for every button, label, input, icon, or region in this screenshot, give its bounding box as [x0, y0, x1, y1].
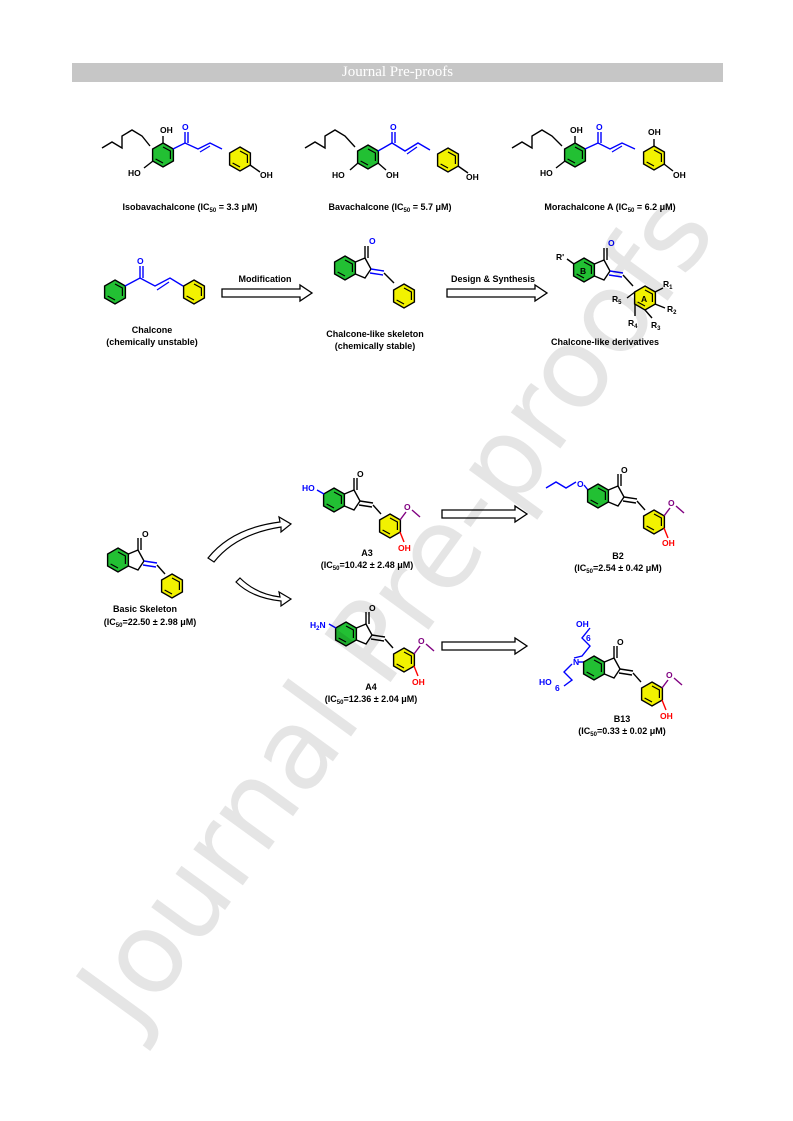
skeleton-sublabel: (chemically stable) — [335, 341, 416, 351]
b13-code: B13 — [614, 714, 631, 724]
modification-text: Modification — [239, 274, 292, 284]
b2-oh: OH — [662, 538, 675, 548]
b2-code: B2 — [612, 551, 624, 561]
mora-oh-r1: OH — [648, 127, 661, 137]
a4-oh: OH — [412, 677, 425, 687]
chalcone-structure: O — [103, 256, 206, 305]
morachalcone-label: Morachalcone A (IC50 = 6.2 μM) — [544, 202, 675, 214]
iso-ho: HO — [128, 168, 141, 178]
b2-structure: O O O OH — [545, 465, 685, 548]
iso-oh-top: OH — [160, 125, 173, 135]
a3-to-b2-arrow — [441, 504, 529, 524]
a4-to-b13-arrow — [441, 636, 529, 656]
deriv-r5: R5 — [612, 294, 622, 306]
chalcone-carbonyl-o: O — [137, 256, 144, 266]
a3-code: A3 — [361, 548, 373, 558]
basic-carbonyl-o: O — [142, 529, 149, 539]
b13-structure: O OH 6 N HO 6 O OH — [539, 619, 683, 721]
chalcone-label: Chalcone — [132, 325, 173, 335]
b13-methoxy-o: O — [666, 670, 673, 680]
a4-ic50: (IC50=12.36 ± 2.04 μM) — [325, 694, 417, 706]
b13-oh: OH — [660, 711, 673, 721]
morachalcone-structure: OH O HO OH OH — [511, 122, 686, 180]
b13-oh-top: OH — [576, 619, 589, 629]
chalcone-like-derivatives-structure: O R' B A R1 R2 R3 R4 R5 — [556, 238, 677, 332]
b2-methoxy-o: O — [668, 498, 675, 508]
journal-banner: Journal Pre-proofs — [72, 63, 723, 82]
chalcone-sublabel: (chemically unstable) — [106, 337, 198, 347]
iso-carbonyl-o: O — [182, 122, 189, 132]
ring-a-label: A — [641, 294, 647, 304]
a4-carbonyl-o: O — [369, 603, 376, 613]
modification-arrow: Modification — [221, 274, 314, 303]
design-synthesis-text: Design & Synthesis — [451, 274, 535, 284]
bava-carbonyl-o: O — [390, 122, 397, 132]
bava-oh-right: OH — [466, 172, 479, 182]
b13-ic50: (IC50=0.33 ± 0.02 μM) — [578, 726, 665, 738]
bava-oh-mid: OH — [386, 170, 399, 180]
mora-oh-r2: OH — [673, 170, 686, 180]
a3-carbonyl-o: O — [357, 469, 364, 479]
a3-ic50: (IC50=10.42 ± 2.48 μM) — [321, 560, 413, 572]
bava-ho: HO — [332, 170, 345, 180]
isobavachalcone-structure: OH O HO OH — [101, 122, 273, 180]
curved-arrow-down — [235, 577, 293, 608]
b13-six-top: 6 — [586, 633, 591, 643]
bavachalcone-label: Bavachalcone (IC50 = 5.7 μM) — [329, 202, 452, 214]
deriv-r3: R3 — [651, 320, 661, 332]
a4-code: A4 — [365, 682, 377, 692]
a4-h2n: H2N — [310, 620, 326, 632]
b2-ic50: (IC50=2.54 ± 0.42 μM) — [574, 563, 661, 575]
a3-methoxy-o: O — [404, 502, 411, 512]
skeleton-label: Chalcone-like skeleton — [326, 329, 424, 339]
basic-skeleton-ic50: (IC50=22.50 ± 2.98 μM) — [104, 617, 196, 629]
chalcone-like-skeleton-structure: O — [335, 236, 416, 309]
b13-ho-bottom: HO — [539, 677, 552, 687]
a3-structure: O HO O OH — [302, 469, 421, 553]
deriv-r4: R4 — [628, 318, 638, 330]
design-synthesis-arrow: Design & Synthesis — [446, 274, 549, 303]
b2-carbonyl-o: O — [621, 465, 628, 475]
iso-oh-right: OH — [260, 170, 273, 180]
a4-structure: O H2N O OH — [310, 603, 435, 687]
bavachalcone-structure: O HO OH OH — [304, 122, 479, 182]
b13-six-bottom: 6 — [555, 683, 560, 693]
basic-skeleton-structure: O — [108, 529, 184, 599]
isobavachalcone-label: Isobavachalcone (IC50 = 3.3 μM) — [123, 202, 258, 214]
derivatives-label: Chalcone-like derivatives — [551, 337, 659, 347]
skeleton-carbonyl-o: O — [369, 236, 376, 246]
mora-carbonyl-o: O — [596, 122, 603, 132]
b13-n: N — [573, 657, 579, 667]
deriv-carbonyl-o: O — [608, 238, 615, 248]
ring-b-label: B — [580, 266, 586, 276]
basic-skeleton-label: Basic Skeleton — [113, 604, 177, 614]
b2-ether-o: O — [577, 479, 584, 489]
a4-methoxy-o: O — [418, 636, 425, 646]
a3-oh: OH — [398, 543, 411, 553]
curved-arrow-up — [207, 515, 293, 563]
a3-ho: HO — [302, 483, 315, 493]
b13-carbonyl-o: O — [617, 637, 624, 647]
deriv-rprime: R' — [556, 252, 564, 262]
mora-oh-top: OH — [570, 125, 583, 135]
mora-ho: HO — [540, 168, 553, 178]
deriv-r2: R2 — [667, 304, 677, 316]
deriv-r1: R1 — [663, 279, 673, 291]
